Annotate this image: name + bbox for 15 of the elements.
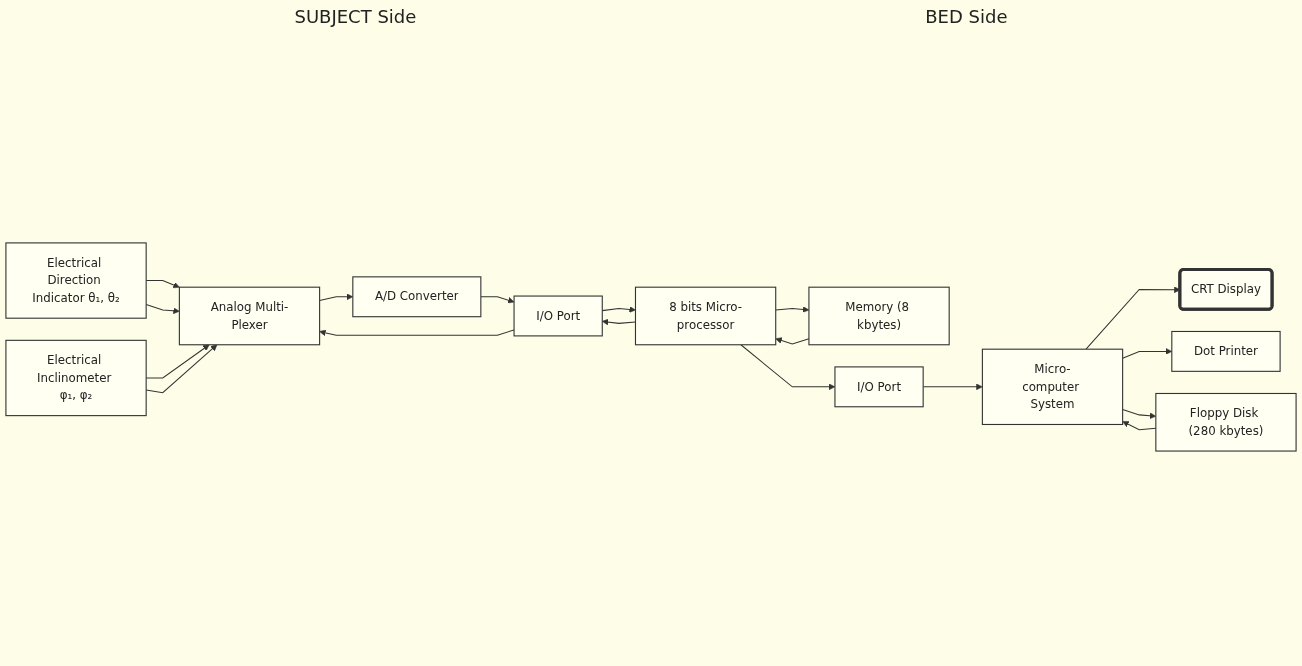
node-box: Dot Printer [1171,330,1281,372]
node-box: Memory (8 kbytes) [808,286,950,346]
node-box: Electrical Inclinometer φ₁, φ₂ [5,339,147,417]
node-box: Analog Multi-Plexer [178,286,321,346]
node-box: Floppy Disk (280 kbytes) [1155,392,1297,452]
node-box: I/O Port [834,366,924,408]
node-box: Electrical Direction Indicator θ₁, θ₂ [5,242,147,319]
node-box: A/D Converter [352,276,482,318]
arrow [480,296,515,304]
node-box: 8 bits Micro-processor [634,286,777,346]
node-box: Micro-computer System [981,348,1124,426]
side-label: BED Side [925,6,1008,29]
arrow [319,329,515,336]
side-label: SUBJECT Side [294,6,417,29]
node-box: I/O Port [513,295,603,337]
